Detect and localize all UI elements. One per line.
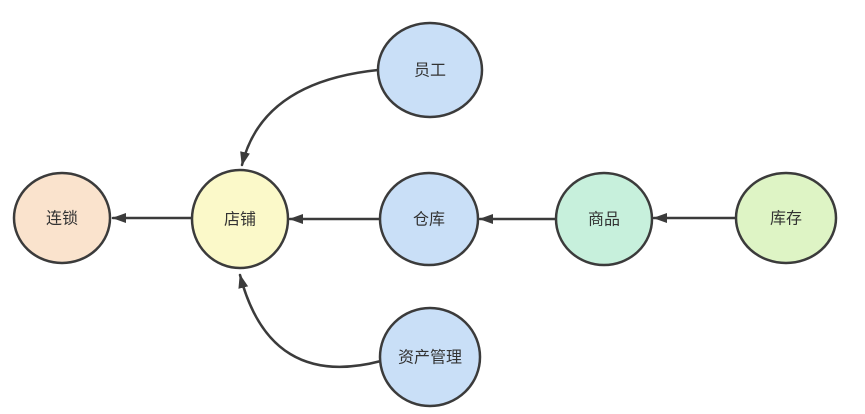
- node-shape-kucun[interactable]: [734, 171, 838, 265]
- node-dianpu[interactable]: 店铺: [190, 168, 290, 270]
- node-shape-liansuo[interactable]: [12, 171, 112, 265]
- edge-yuangong-to-dianpu: [240, 68, 380, 167]
- node-shape-cangku[interactable]: [378, 171, 480, 267]
- node-zichanguanli[interactable]: 资产管理: [378, 306, 482, 408]
- node-shape-zichanguanli[interactable]: [378, 306, 482, 408]
- node-label-zichanguanli: 资产管理: [398, 349, 462, 367]
- node-shape-yuangong[interactable]: [376, 21, 484, 119]
- node-shape-shangpin[interactable]: [554, 171, 654, 267]
- node-label-dianpu: 店铺: [224, 211, 256, 229]
- node-liansuo[interactable]: 连锁: [12, 171, 112, 265]
- node-cangku[interactable]: 仓库: [378, 171, 480, 267]
- node-shape-dianpu[interactable]: [190, 168, 290, 270]
- node-label-yuangong: 员工: [414, 62, 446, 80]
- node-label-kucun: 库存: [770, 210, 802, 228]
- node-yuangong[interactable]: 员工: [376, 21, 484, 119]
- node-label-shangpin: 商品: [588, 211, 620, 229]
- node-label-cangku: 仓库: [413, 211, 445, 229]
- edges-layer: [111, 68, 738, 369]
- edge-zichanguanli-to-dianpu: [238, 273, 383, 369]
- node-kucun[interactable]: 库存: [734, 171, 838, 265]
- node-shangpin[interactable]: 商品: [554, 171, 654, 267]
- node-label-liansuo: 连锁: [46, 210, 78, 228]
